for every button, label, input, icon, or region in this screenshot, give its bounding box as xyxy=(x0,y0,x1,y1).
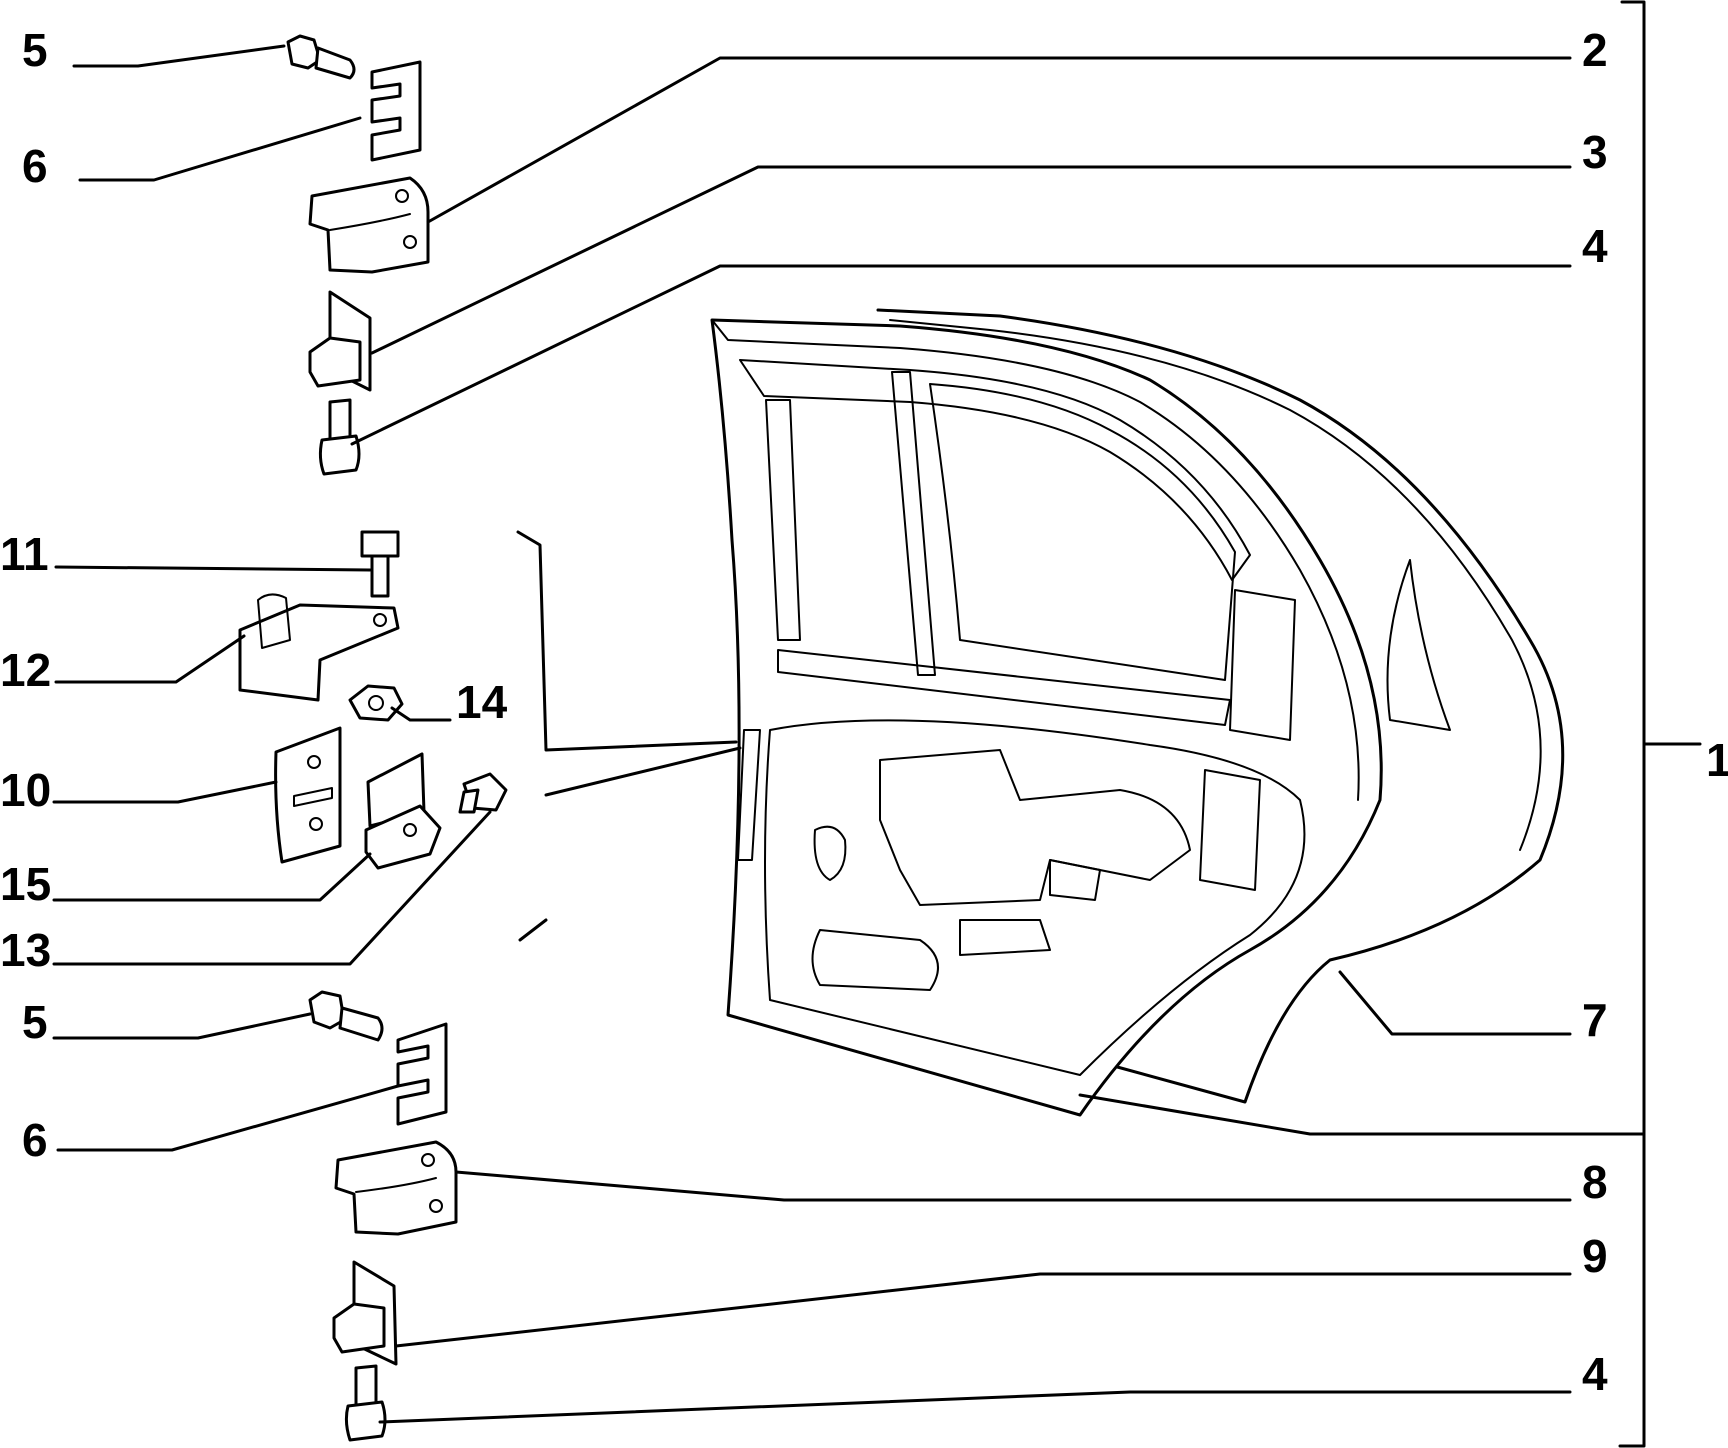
callout-4-lower: 4 xyxy=(1582,1348,1608,1400)
check-strap-nut xyxy=(348,684,404,722)
callout-6-upper: 6 xyxy=(22,140,48,192)
check-strap-bolt xyxy=(360,530,400,598)
lower-hinge-body-half-9 xyxy=(332,1260,398,1366)
hinge-shim-upper xyxy=(370,60,422,162)
assembly-bracket-1 xyxy=(1618,0,1646,1448)
check-strap-screw xyxy=(458,772,508,814)
upper-hinge-body-half-3 xyxy=(308,290,372,392)
callout-5-lower: 5 xyxy=(22,996,48,1048)
callout-7: 7 xyxy=(1582,994,1608,1046)
callout-1: 1 xyxy=(1706,734,1728,786)
hinge-pin-upper xyxy=(318,398,361,476)
callout-4-upper: 4 xyxy=(1582,220,1608,272)
hinge-bolt-lower xyxy=(308,990,384,1042)
callout-13: 13 xyxy=(0,924,51,976)
lower-hinge-body-half-8 xyxy=(334,1140,458,1236)
callout-2: 2 xyxy=(1582,24,1608,76)
door-outer-skin xyxy=(876,308,1565,1104)
hinge-bolt-upper xyxy=(286,34,356,80)
striker-plate xyxy=(274,726,342,864)
callout-9: 9 xyxy=(1582,1230,1608,1282)
callout-5-upper: 5 xyxy=(22,24,48,76)
check-strap-bracket xyxy=(364,752,442,870)
hinge-shim-lower xyxy=(396,1022,448,1126)
callout-8: 8 xyxy=(1582,1156,1608,1208)
callout-12: 12 xyxy=(0,644,51,696)
callout-10: 10 xyxy=(0,764,51,816)
door-inner-panel xyxy=(710,318,1383,1117)
check-strap-body xyxy=(238,593,400,702)
callout-11: 11 xyxy=(0,528,49,580)
callout-6-lower: 6 xyxy=(22,1114,48,1166)
callout-3: 3 xyxy=(1582,126,1608,178)
callout-15: 15 xyxy=(0,858,51,910)
leader-lines xyxy=(52,44,1702,1424)
upper-hinge-body-half-2 xyxy=(308,176,430,274)
hinge-pin-lower xyxy=(344,1364,387,1442)
callout-14: 14 xyxy=(456,676,508,728)
